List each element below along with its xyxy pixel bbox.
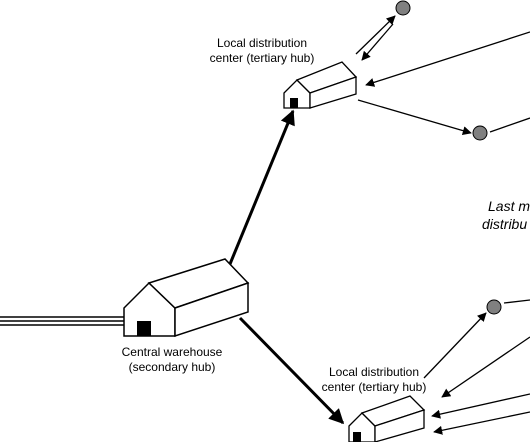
tertiary-hub-top-door (290, 98, 298, 108)
tertiary-hub-bottom-building (348, 395, 426, 442)
link-node-c-out (503, 299, 530, 304)
inbound-supply-line (0, 316, 124, 326)
tertiary-hub-bottom-label-line2: center (tertiary hub) (322, 380, 427, 394)
link-node-b-out (489, 117, 530, 133)
tertiary-hub-bottom-door (353, 432, 361, 442)
customer-node-b (472, 125, 488, 141)
arrow-bottom-hub-to-node-c (423, 312, 487, 379)
tertiary-hub-top-label-line2: center (tertiary hub) (210, 51, 315, 65)
central-warehouse-building (123, 258, 250, 338)
central-warehouse-label-line2: (secondary hub) (129, 360, 216, 374)
arrow-inbound-top-hub (365, 31, 530, 87)
arrow-top-hub-to-node-a (355, 15, 396, 55)
arrow-central-to-bottom-hub (238, 316, 345, 425)
central-warehouse-door (137, 321, 151, 336)
customer-node-a (395, 0, 411, 16)
customer-node-c (486, 299, 502, 315)
last-mile-label-line2: distribu (482, 216, 527, 232)
arrow-central-to-top-hub (228, 109, 295, 265)
arrow-inbound-bottom-hub-3 (433, 411, 530, 435)
tertiary-hub-top-building (283, 61, 358, 109)
arrow-inbound-bottom-hub-1 (441, 336, 530, 398)
tertiary-hub-top-label-line1: Local distribution (217, 36, 307, 50)
arrow-top-hub-to-node-b (357, 99, 472, 136)
last-mile-label-line1: Last m (488, 198, 530, 214)
central-warehouse-label-line1: Central warehouse (122, 345, 223, 359)
arrow-inbound-bottom-hub-2 (431, 393, 530, 419)
tertiary-hub-bottom-label-line1: Local distribution (329, 365, 419, 379)
arrow-node-a-to-top-hub (361, 23, 394, 61)
